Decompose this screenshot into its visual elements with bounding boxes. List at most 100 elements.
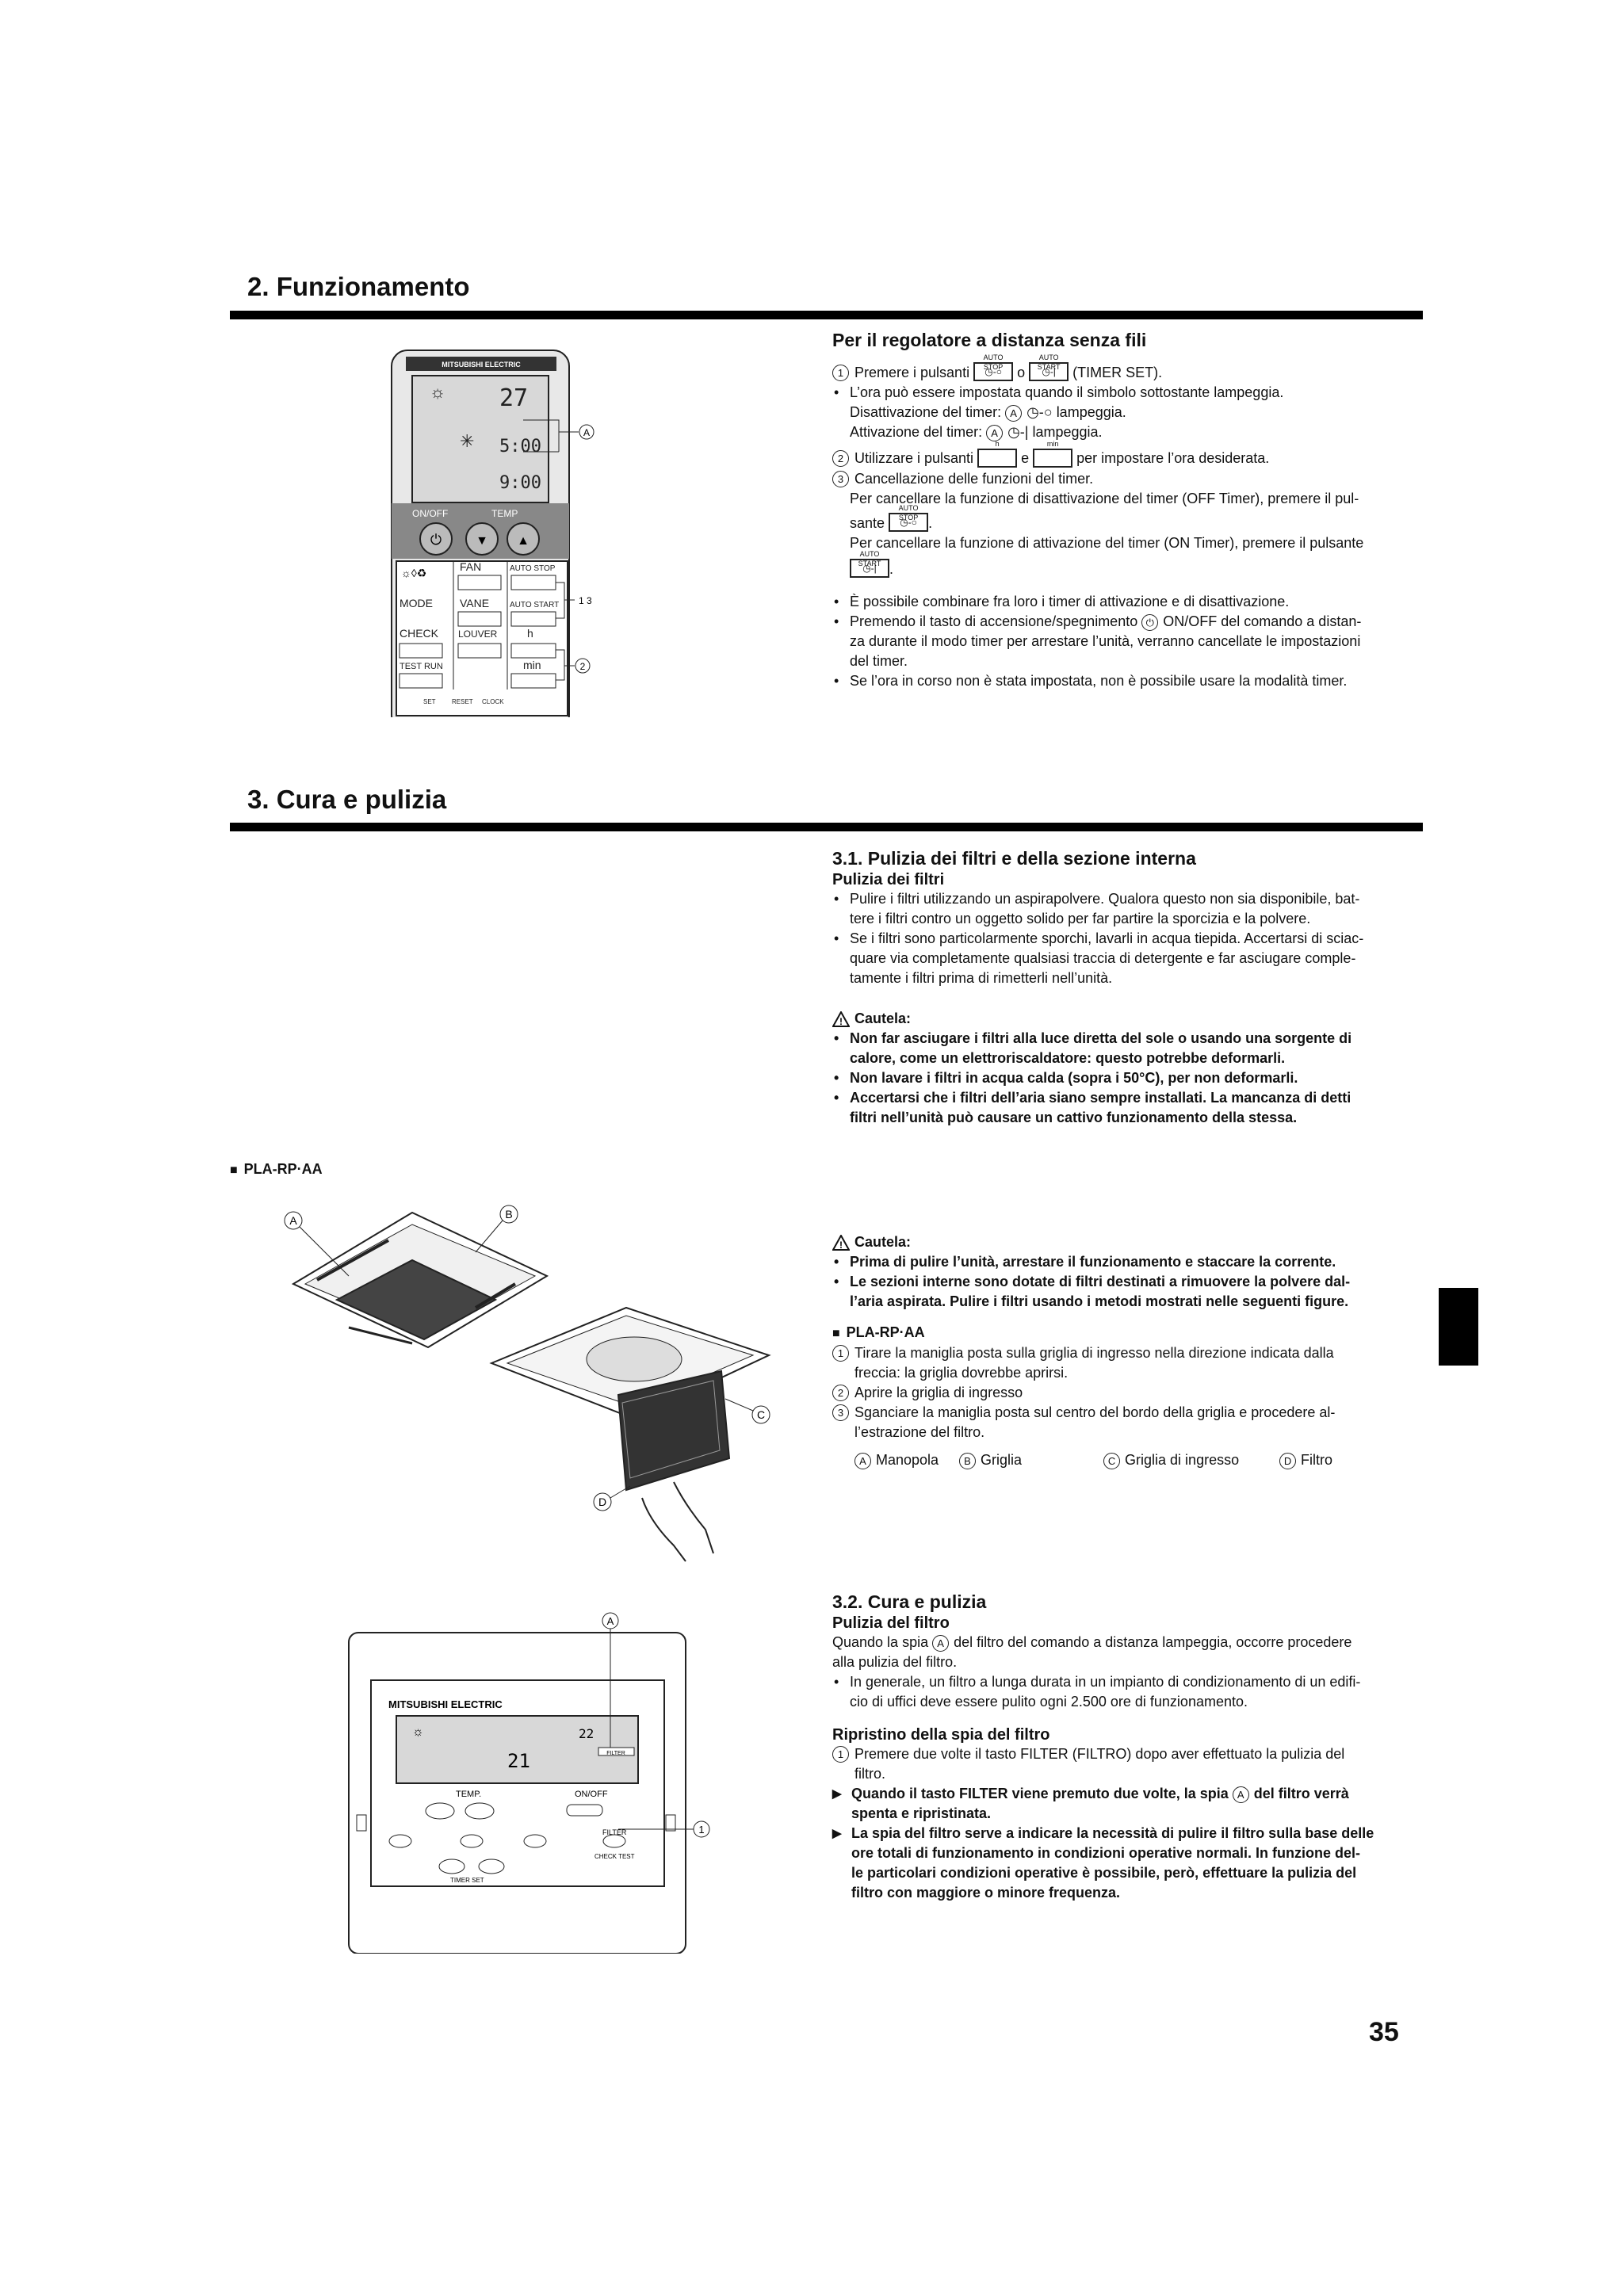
remote-auto-start: AUTO START: [510, 601, 559, 609]
section-3-rule: [230, 823, 1423, 831]
wired-brand: MITSUBISHI ELECTRIC: [388, 1698, 503, 1710]
section-3-1: 3.1. Pulizia dei filtri e della sezione …: [832, 848, 1423, 1128]
remote-mode: MODE: [400, 597, 433, 609]
circled-1-icon: 1: [832, 1345, 849, 1362]
cancel-off-2: sante AUTO STOP◷-○.: [850, 503, 933, 532]
wired-temp: TEMP.: [456, 1790, 481, 1799]
section-3-1-subtitle: Pulizia dei filtri: [832, 871, 945, 888]
remote-onoff-label: ON/OFF: [412, 508, 448, 519]
square-bullet-icon: ■: [230, 1163, 238, 1177]
fig-label-a: A: [289, 1214, 297, 1227]
remote-temp-label: TEMP: [491, 508, 518, 519]
bullet-combine: È possibile combinare fra loro i timer d…: [832, 592, 1423, 612]
remote-time2: 9:00: [499, 473, 541, 493]
remote-test-run: TEST RUN: [400, 662, 443, 671]
wired-room-temp: 21: [507, 1750, 530, 1772]
remote-callout-a: A: [583, 427, 590, 438]
caution-2-block: !Cautela: Prima di pulire l’unità, arres…: [832, 1232, 1423, 1470]
wired-filter-lcd: FILTER: [606, 1751, 625, 1756]
section-2-rule: [230, 311, 1423, 319]
step3: Cancellazione delle funzioni del timer.: [854, 470, 1094, 487]
circled-a-icon: A: [1005, 405, 1023, 422]
step1-post: (TIMER SET).: [1072, 365, 1163, 380]
circled-2-icon: 2: [832, 1385, 849, 1401]
auto-stop-button-symbol: AUTO STOP◷-○: [973, 353, 1014, 382]
svg-text:☼◊♻: ☼◊♻: [401, 567, 426, 579]
caution-1: !Cautela:: [832, 1009, 1423, 1029]
remote-fan: FAN: [460, 560, 481, 573]
fig-label-b: B: [505, 1208, 512, 1221]
remote-clock: CLOCK: [482, 698, 504, 705]
section-3-2: 3.2. Cura e pulizia Pulizia del filtro Q…: [832, 1591, 1423, 1903]
remote-vane: VANE: [460, 597, 489, 609]
min-button-symbol: min: [1033, 440, 1073, 468]
svg-text:!: !: [839, 1016, 843, 1027]
cancel-off-1: Per cancellare la funzione di disattivaz…: [850, 490, 1359, 506]
wired-set-temp: 22: [579, 1726, 594, 1741]
fig-label-d: D: [598, 1496, 606, 1508]
remote-min: min: [523, 659, 541, 671]
remote-brand: MITSUBISHI ELECTRIC: [442, 361, 521, 369]
cancel-on-button: AUTO START◷-|.: [832, 550, 1423, 579]
para-vacuum: Pulire i filtri utilizzando un aspirapol…: [832, 889, 1423, 909]
circled-2-icon: 2: [832, 450, 849, 468]
wired-onoff: ON/OFF: [575, 1790, 608, 1799]
remote-h: h: [527, 627, 533, 640]
section-3-1-title: 3.1. Pulizia dei filtri e della sezione …: [832, 848, 1196, 869]
step2-post: per impostare l’ora desiderata.: [1076, 450, 1270, 467]
remote-louver: LOUVER: [458, 628, 498, 640]
wireless-remote-illustration: MITSUBISHI ELECTRIC ☼ 27 5:00 9:00 ✳ ON/…: [391, 350, 594, 717]
auto-start-button-symbol: AUTO START◷-|: [1029, 353, 1069, 382]
circled-3-icon: 3: [832, 1404, 849, 1421]
remote-set: SET: [423, 698, 436, 705]
remote-temp-display: 27: [499, 384, 528, 412]
wired-timer-set: TIMER SET: [450, 1877, 484, 1884]
svg-text:▼: ▼: [476, 534, 488, 548]
h-button-symbol: h: [977, 440, 1018, 468]
section-2-subtitle: Per il regolatore a distanza senza fili: [832, 330, 1147, 350]
step1-pre: Premere i pulsanti: [854, 365, 970, 380]
warning-icon: !: [832, 1235, 850, 1251]
remote-sun-icon: ☼: [430, 382, 445, 402]
cancel-on: Per cancellare la funzione di attivazion…: [850, 534, 1364, 551]
svg-text:⏻: ⏻: [430, 532, 442, 548]
remote-callout-2: 2: [580, 661, 586, 672]
wired-callout-a: A: [607, 1615, 614, 1627]
bullet-onoff-line3: del timer.: [850, 653, 908, 669]
section-2-title: 2. Funzionamento: [247, 272, 470, 301]
cassette-unit-illustration: A B C D: [284, 1205, 771, 1562]
auto-start-button-symbol: AUTO START◷-|: [850, 550, 889, 578]
remote-check: CHECK: [400, 627, 439, 640]
bullet-onoff-line2: za durante il modo timer per arrestare l…: [850, 633, 1361, 649]
section-3-2-subtitle: Pulizia del filtro: [832, 1614, 950, 1632]
onoff-icon: ⏻: [1141, 613, 1159, 631]
model-label-right: ■PLA-RP·AA: [832, 1324, 925, 1340]
warning-icon: !: [832, 1011, 850, 1028]
circled-3-icon: 3: [832, 470, 849, 487]
remote-callout-13: 1 3: [579, 595, 592, 606]
bullet-time-not-set: Se l’ora in corso non è stata impostata,…: [832, 671, 1423, 691]
remote-reset: RESET: [452, 698, 473, 705]
para-wash: Se i filtri sono particolarmente sporchi…: [832, 929, 1423, 949]
svg-text:▲: ▲: [517, 534, 530, 548]
fig-label-c: C: [757, 1408, 765, 1421]
section-3-2-title: 3.2. Cura e pulizia: [832, 1591, 987, 1612]
circled-1-icon: 1: [832, 365, 849, 381]
step2-pre: Utilizzare i pulsanti: [854, 450, 974, 467]
model-label-left: ■PLA-RP·AA: [230, 1161, 323, 1177]
remote-fan-icon: ✳: [460, 431, 474, 451]
svg-text:☼: ☼: [412, 1725, 424, 1739]
wired-check-test: CHECK TEST: [594, 1853, 635, 1860]
square-bullet-icon: ■: [832, 1327, 840, 1340]
step1-or: o: [1017, 365, 1026, 380]
filter-reset-title: Ripristino della spia del filtro: [832, 1726, 1050, 1744]
section-3-title: 3. Cura e pulizia: [247, 785, 447, 814]
remote-time1: 5:00: [499, 437, 541, 457]
circled-a-icon: A: [986, 425, 1004, 441]
bullet-onoff: Premendo il tasto di accensione/spegnime…: [832, 612, 1423, 632]
page-number: 35: [1369, 2017, 1399, 2047]
section-tab-marker: [1439, 1288, 1478, 1366]
auto-stop-button-symbol: AUTO STOP◷-○: [889, 504, 929, 532]
section-2-body: 1 Premere i pulsanti AUTO STOP◷-○ o AUTO…: [832, 353, 1423, 691]
